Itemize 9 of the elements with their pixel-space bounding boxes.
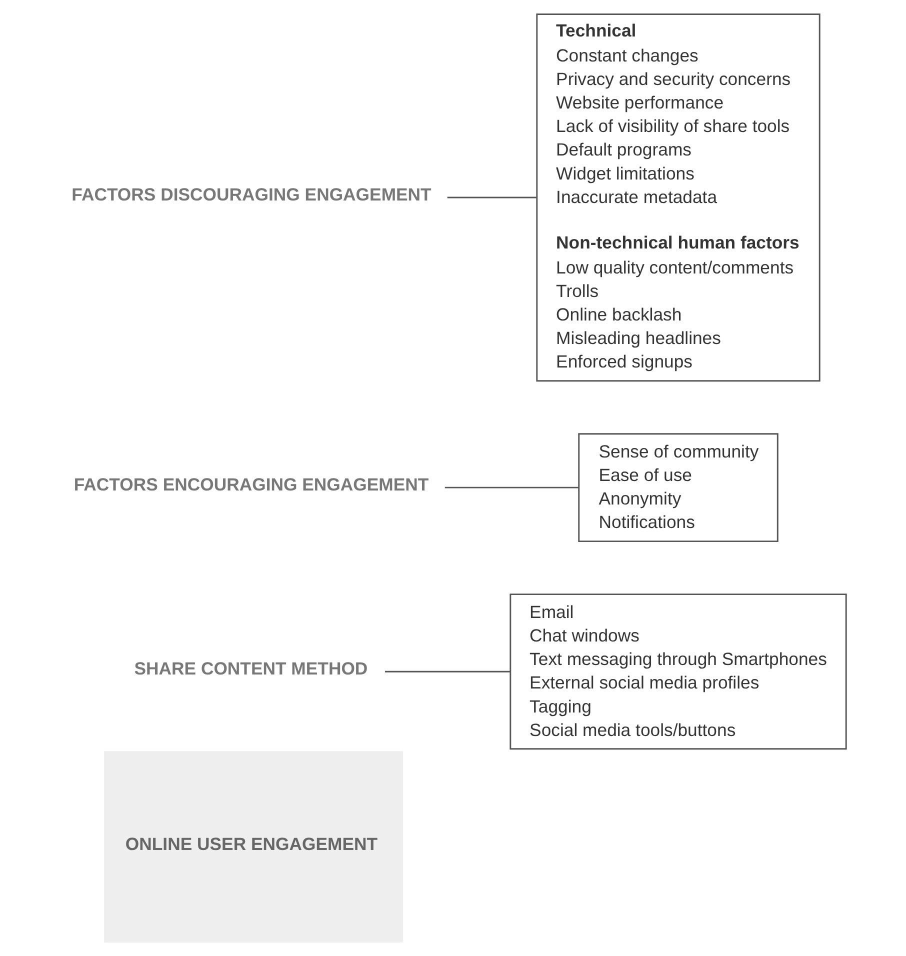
node-box: Technical Constant changes Privacy and security concerns Website performance Lack of visibility of share tools Default programs Widget limitations Inaccurate metadata Non-technical human factors Low quality content/comments Trolls Online backlash Misleading headlines Enforced signups [536, 13, 820, 382]
node-text: FACTORS ENCOURAGING ENGAGEMENT [74, 474, 429, 495]
node-text: FACTORS DISCOURAGING ENGAGEMENT [72, 184, 432, 205]
connector [447, 196, 536, 198]
node-text: SHARE CONTENT METHOD [134, 658, 368, 679]
connector [384, 670, 510, 672]
node-box: Sense of community Ease of use Anonymity Notifications [578, 433, 778, 542]
connector [444, 486, 578, 488]
node-box: Email Chat windows Text messaging through Smartphones External social media profiles Tagging Social media tools/buttons [510, 594, 847, 750]
